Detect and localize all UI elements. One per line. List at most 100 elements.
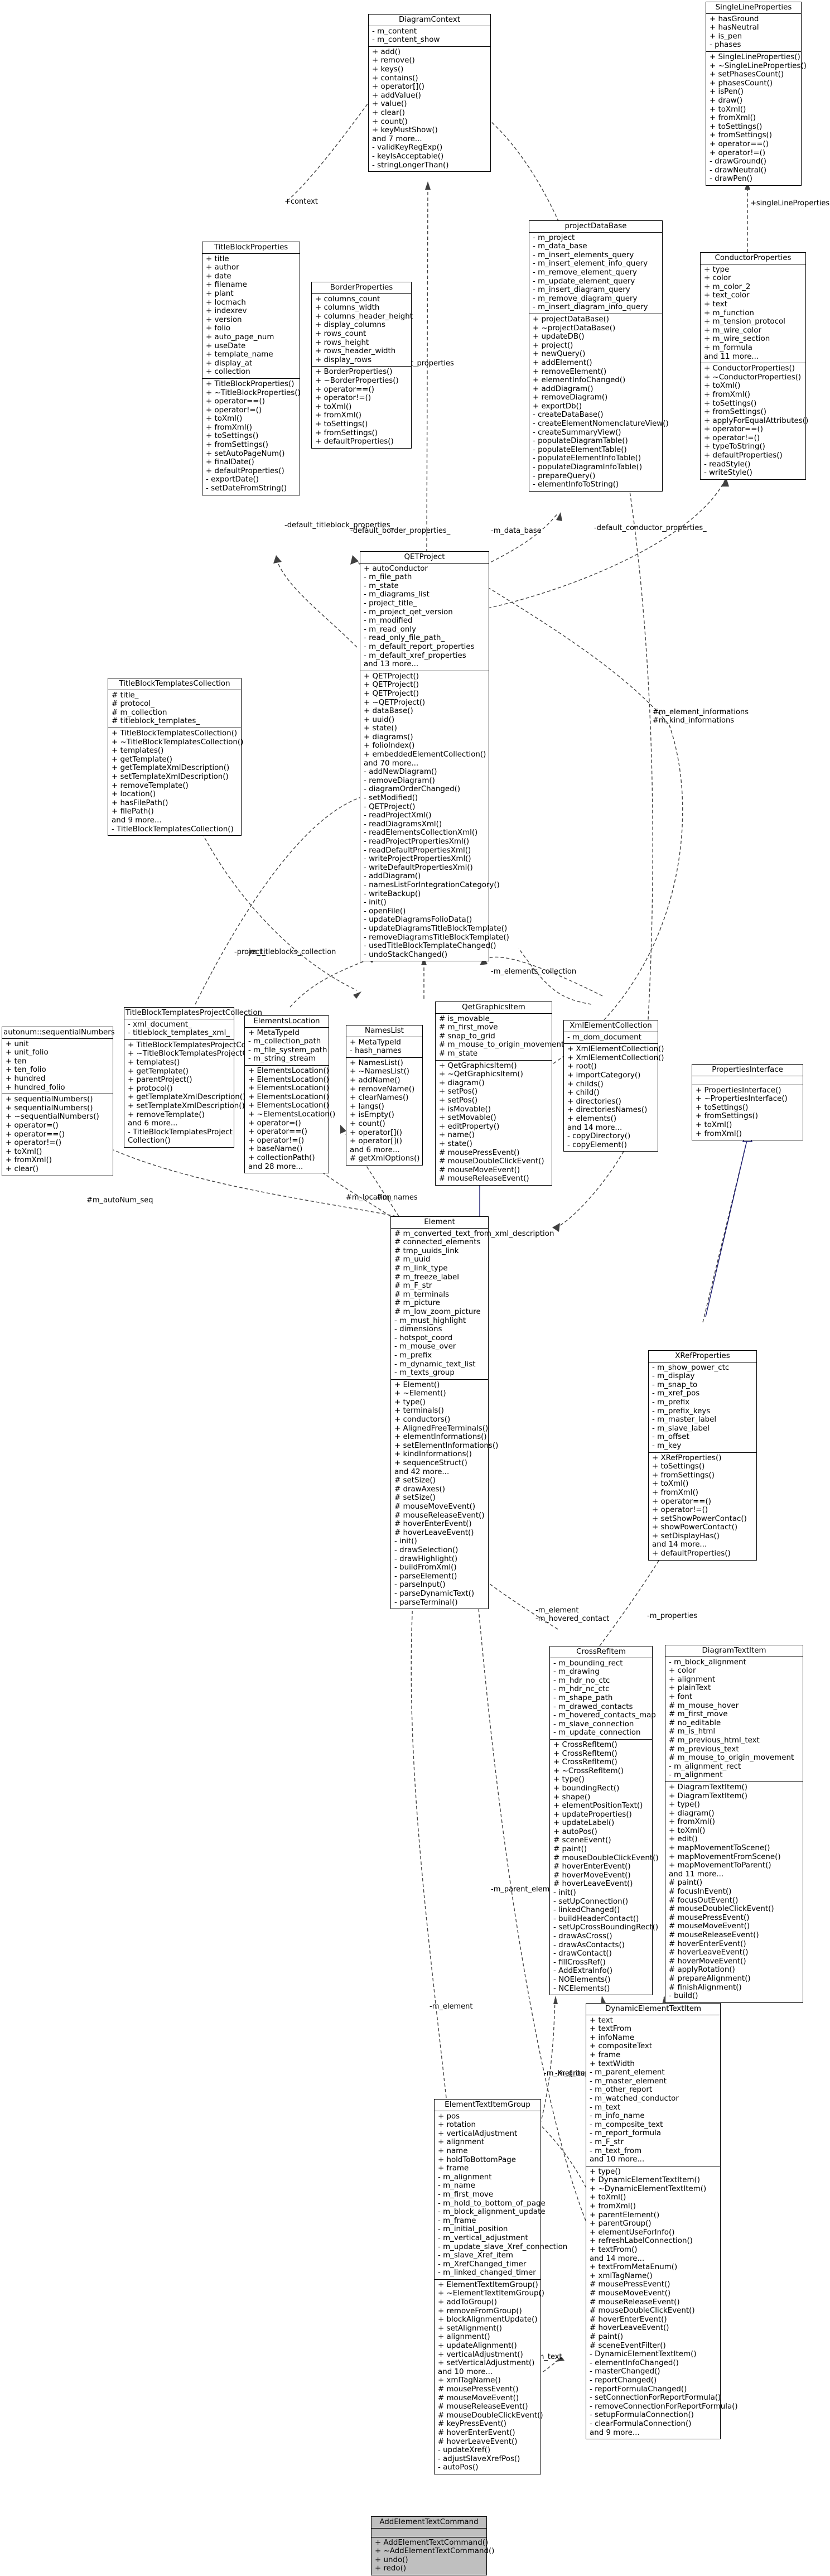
class-conductorproperties[interactable]: ConductorProperties + type+ color+ m_col… <box>700 252 808 480</box>
class-member: + unit_folio <box>6 1048 49 1057</box>
class-member: - addDiagram() <box>364 872 421 881</box>
class-elementtextitemgroup[interactable]: ElementTextItemGroup + pos+ rotation+ ve… <box>434 2099 567 2474</box>
class-autonum-sequentialnumbers[interactable]: autonum::sequentialNumbers + unit+ unit_… <box>2 1027 115 1176</box>
class-member: and 14 more... <box>652 1540 707 1549</box>
class-member: + updateProperties() <box>553 1810 632 1819</box>
class-member: - fillCrossRef() <box>553 1958 606 1967</box>
class-member: - m_content_show <box>372 36 440 45</box>
class-titleblocktemplatesprojectcollection[interactable]: TitleBlockTemplatesProjectCollection - x… <box>124 1007 285 1148</box>
class-member: + setElementInformations() <box>394 1441 499 1450</box>
class-member: + langs() <box>350 1102 384 1111</box>
attributes-section <box>371 2527 486 2537</box>
class-member: - m_remove_element_query <box>533 268 637 277</box>
class-member: + infoName <box>590 2033 635 2042</box>
class-member: - drawAsContacts() <box>553 1941 625 1949</box>
class-member: + autoConductor <box>364 564 428 573</box>
class-member: + elementUseForInfo() <box>590 2228 675 2237</box>
class-member: + operator==() <box>6 1130 65 1139</box>
class-member: + toXml() <box>590 2193 626 2202</box>
class-propertiesinterface[interactable]: PropertiesInterface + PropertiesInterfac… <box>692 1064 803 1141</box>
class-member: - read_only_file_path_ <box>364 634 445 643</box>
class-member: + fromXml() <box>315 411 362 420</box>
class-member: - m_slave_connection <box>553 1720 634 1728</box>
class-titleblocktemplatescollection[interactable]: TitleBlockTemplatesCollection # title_# … <box>108 678 243 836</box>
class-member: + getTemplateXmlDescription() <box>128 1093 246 1102</box>
class-projectdatabase[interactable]: projectDataBase - m_project- m_data_base… <box>529 220 669 492</box>
class-member: + setMovable() <box>439 1114 496 1123</box>
class-member: + xmlTagName() <box>438 2376 501 2385</box>
class-member: - init() <box>553 1889 576 1898</box>
class-title: TitleBlockTemplatesProjectCollection <box>126 1009 263 1017</box>
class-member: + m_wire_color <box>704 326 762 335</box>
class-member: + operator!=() <box>206 406 262 415</box>
class-member: + fromSettings() <box>696 1112 759 1121</box>
class-member: + color <box>669 1667 696 1675</box>
class-member: + operator!=() <box>704 434 760 442</box>
edge-label: #m_element_informations <box>653 708 749 716</box>
class-member: - NOElements() <box>553 1975 611 1984</box>
edge-label: -project_ <box>234 948 266 956</box>
class-title: XRefProperties <box>675 1352 730 1360</box>
class-member: + ~ElementTextItemGroup() <box>438 2289 544 2298</box>
class-qetgraphicsitem[interactable]: QetGraphicsItem # is_movable_# m_first_m… <box>435 1001 564 1186</box>
class-member: + refreshLabelConnection() <box>590 2237 693 2246</box>
class-member: - m_prefix <box>394 1351 432 1360</box>
class-element[interactable]: Element # m_converted_text_from_xml_desc… <box>390 1216 554 1610</box>
class-member: + project() <box>533 341 573 350</box>
class-member: + removeTemplate() <box>112 781 189 790</box>
class-member: + hasGround <box>710 15 759 23</box>
class-member: + diagram() <box>439 1078 485 1087</box>
class-member: and 28 more... <box>248 1162 303 1171</box>
class-member: + m_wire_section <box>704 335 770 344</box>
class-diagramcontext[interactable]: DiagramContext - m_content- m_content_sh… <box>368 14 491 172</box>
methods-section: + PropertiesInterface()+ ~PropertiesInte… <box>692 1084 803 1140</box>
class-dynamicelementtextitem[interactable]: DynamicElementTextItem + text+ textFrom+… <box>586 2003 738 2440</box>
edge-label: -m_text <box>534 2353 562 2361</box>
class-member: + plant <box>206 289 234 298</box>
class-member: - m_collection_path <box>248 1037 321 1046</box>
class-member: - reportFormulaChanged() <box>590 2385 687 2394</box>
class-crossrefitem[interactable]: CrossRefItem - m_bounding_rect- m_drawin… <box>549 1646 659 1996</box>
class-member: + fromXml() <box>669 1818 716 1827</box>
class-addelementtextcommand[interactable]: AddElementTextCommand + AddElementTextCo… <box>371 2516 494 2575</box>
class-xrefproperties[interactable]: XRefProperties - m_show_power_ctc- m_dis… <box>648 1350 757 1561</box>
class-singlelineproperties[interactable]: SingleLineProperties + hasGround+ hasNeu… <box>706 2 807 186</box>
class-diagramtextitem[interactable]: DiagramTextItem - m_block_alignment+ col… <box>665 1645 803 2003</box>
class-title: TitleBlockProperties <box>214 243 288 252</box>
class-member: # m_freeze_label <box>394 1273 459 1282</box>
class-member: # prepareAlignment() <box>669 1974 751 1983</box>
class-member: - setConnectionForReportFormula() <box>590 2394 721 2402</box>
attributes-section: + text+ textFrom+ infoName+ compositeTex… <box>586 2014 720 2166</box>
class-titleblockproperties[interactable]: TitleBlockProperties + title+ author+ da… <box>202 242 301 495</box>
class-member: - populateElementTable() <box>533 445 627 454</box>
class-member: - readDefaultPropertiesXml() <box>364 846 471 855</box>
class-member: # mouseMoveEvent() <box>590 2289 671 2298</box>
class-member: # mouseMoveEvent() <box>438 2394 519 2402</box>
class-member: # m_mouse_hover <box>669 1701 739 1710</box>
class-borderproperties[interactable]: BorderProperties + columns_count+ column… <box>311 282 413 449</box>
class-member: - writeBackup() <box>364 889 421 898</box>
class-member: + ElementsLocation() <box>248 1092 329 1101</box>
class-member: + addName() <box>350 1076 400 1085</box>
edge-default-conductor <box>488 479 726 609</box>
class-member: # hoverEnterEvent() <box>553 1862 631 1871</box>
class-nameslist[interactable]: NamesList + MetaTypeId- hash_names + Nam… <box>346 1025 423 1166</box>
class-member: + ~BorderProperties() <box>315 376 399 385</box>
class-member: # m_converted_text_from_xml_description <box>394 1229 554 1238</box>
class-member: + collectionPath() <box>248 1153 315 1162</box>
class-qetproject[interactable]: QETProject + autoConductor- m_file_path-… <box>360 551 509 962</box>
class-title: XmlElementCollection <box>570 1022 652 1030</box>
class-member: - clearFormulaConnection() <box>590 2419 692 2428</box>
class-member: - m_default_xref_properties <box>364 651 466 660</box>
class-member: + clear() <box>372 108 405 117</box>
class-xmlelementcollection[interactable]: XmlElementCollection - m_dom_document + … <box>563 1020 664 1152</box>
class-member: + ElementsLocation() <box>248 1075 329 1084</box>
edge-label: -m_data_base <box>491 527 542 535</box>
methods-section: + QetGraphicsItem()+ ~QetGraphicsItem()+… <box>436 1060 552 1185</box>
class-member: + fromSettings() <box>710 131 773 140</box>
class-member: + version <box>206 315 242 324</box>
methods-section: + TitleBlockProperties()+ ~TitleBlockPro… <box>202 378 301 495</box>
class-member: + projectDataBase() <box>533 315 609 324</box>
class-elementslocation[interactable]: ElementsLocation + MetaTypeId- m_collect… <box>244 1015 335 1174</box>
class-member: + ElementTextItemGroup() <box>438 2280 538 2289</box>
